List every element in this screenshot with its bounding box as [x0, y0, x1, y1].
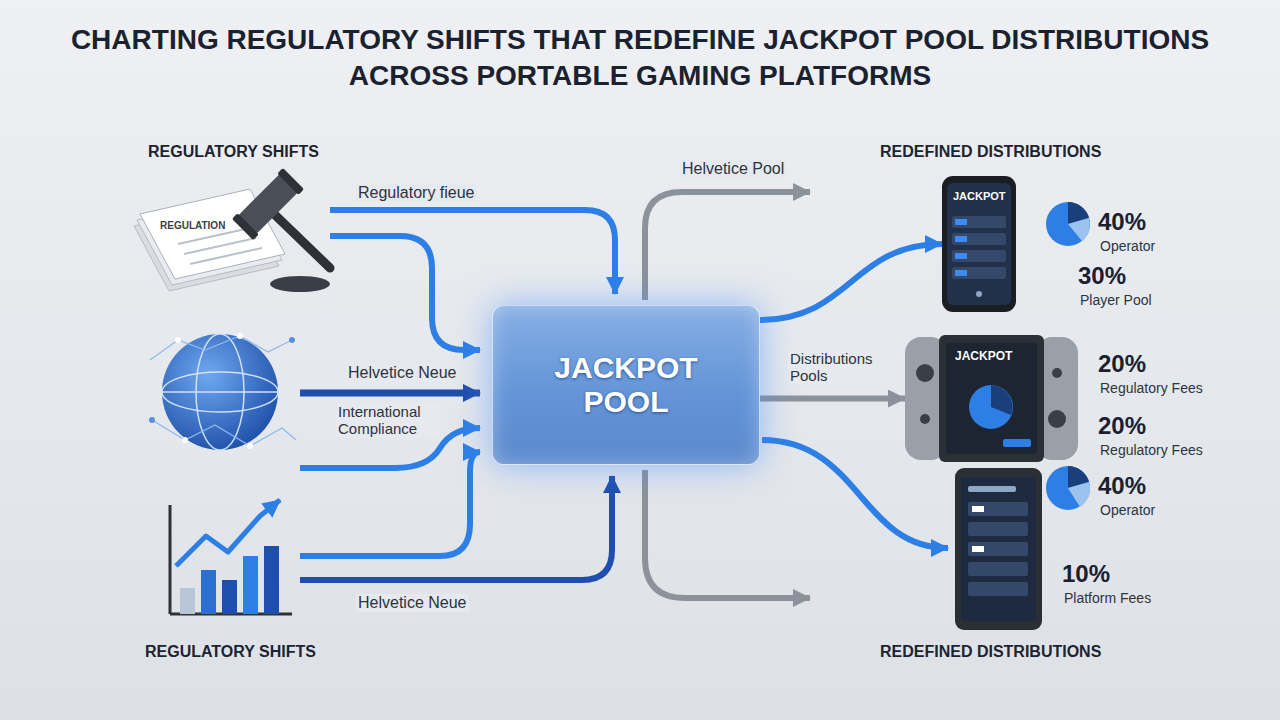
diagram-title: CHARTING REGULATORY SHIFTS THAT REDEFINE…	[40, 22, 1240, 94]
network-dot	[247, 443, 253, 449]
screen-row	[968, 542, 1028, 556]
arrow-label: International Compliance	[336, 403, 440, 438]
gavel-head	[232, 168, 304, 240]
percent-value: 10%	[1062, 560, 1110, 588]
flow-connector	[760, 244, 942, 320]
trend-arrow	[176, 500, 280, 566]
section-heading: REDEFINED DISTRIBUTIONS	[880, 643, 1101, 661]
tablet-body	[955, 468, 1042, 630]
pie-chart-icon	[1046, 466, 1090, 510]
share-label: Operator	[1100, 238, 1155, 254]
gavel-icon	[134, 168, 330, 292]
paper-line	[190, 248, 262, 264]
arrow-label: Helvetice Pool	[680, 160, 786, 178]
screen-chip	[972, 546, 984, 552]
growth-chart-icon	[170, 500, 292, 614]
screen-row	[968, 502, 1028, 516]
jackpot-pool-box: JACKPOT POOL	[492, 305, 760, 465]
network-line	[152, 420, 296, 446]
arrow-label: Helvetice Neue	[346, 364, 459, 382]
network-dot	[289, 337, 295, 343]
percent-value: 40%	[1098, 208, 1146, 236]
globe-line	[162, 372, 278, 412]
edge-label: Distributions Pools	[788, 350, 892, 385]
tablet-device	[955, 468, 1042, 630]
globe-icon	[149, 333, 296, 450]
flow-arrow	[330, 210, 615, 294]
gavel-handle	[272, 212, 330, 268]
flow-arrow	[645, 192, 810, 300]
section-heading: REDEFINED DISTRIBUTIONS	[880, 143, 1101, 161]
chart-bar	[243, 556, 258, 614]
globe-body	[162, 334, 278, 450]
arrow-label: Helvetice Neue	[356, 594, 469, 612]
share-label: Regulatory Fees	[1100, 442, 1203, 458]
flow-connector	[760, 396, 905, 402]
phone-device: JACKPOT	[942, 176, 1016, 312]
flow-arrow	[300, 476, 612, 580]
screen-row	[968, 562, 1028, 576]
flow-arrow	[330, 236, 480, 350]
screen-row	[968, 582, 1028, 596]
document-label: REGULATION	[160, 220, 225, 232]
section-heading: REGULATORY SHIFTS	[148, 143, 319, 161]
network-line	[150, 336, 292, 360]
screen-row	[968, 486, 1016, 492]
pie-chart-icon	[1046, 202, 1090, 246]
share-label: Operator	[1100, 502, 1155, 518]
share-label: Regulatory Fees	[1100, 380, 1203, 396]
percent-value: 40%	[1098, 472, 1146, 500]
percent-value: 20%	[1098, 412, 1146, 440]
network-dot	[149, 417, 155, 423]
chart-bar	[180, 588, 195, 614]
share-label: Platform Fees	[1064, 590, 1151, 606]
chart-axis	[169, 505, 172, 614]
share-label: Player Pool	[1080, 292, 1152, 308]
section-heading: REGULATORY SHIFTS	[145, 643, 316, 661]
screen-title: JACKPOT	[955, 349, 1012, 363]
tablet-screen	[961, 477, 1036, 621]
chart-bar	[201, 570, 216, 614]
globe-line	[162, 391, 278, 393]
screen-row	[968, 522, 1028, 536]
flow-arrow	[300, 390, 480, 397]
percent-value: 30%	[1078, 262, 1126, 290]
network-dot	[182, 437, 188, 443]
chart-bar	[222, 580, 237, 614]
arrow-label: Regulatory fieue	[356, 184, 477, 202]
console-device: JACKPOT	[905, 335, 1078, 462]
chart-bar	[264, 546, 279, 614]
sound-block	[270, 276, 330, 292]
screen-chip	[972, 506, 984, 512]
flow-arrow	[300, 452, 480, 556]
network-dot	[175, 337, 181, 343]
screen-title: JACKPOT	[953, 190, 1006, 202]
percent-value: 20%	[1098, 350, 1146, 378]
network-dot	[237, 333, 243, 339]
flow-arrow	[645, 470, 810, 598]
pool-title: JACKPOT POOL	[536, 351, 716, 420]
